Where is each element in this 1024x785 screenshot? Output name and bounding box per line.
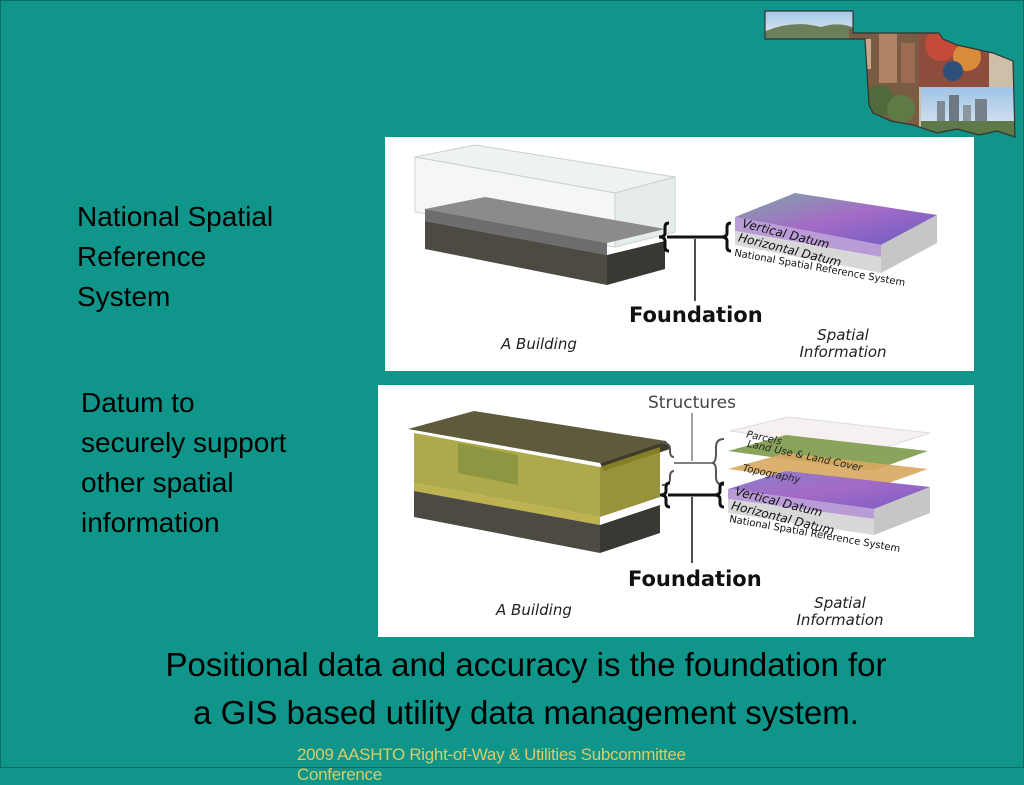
foundation-label: Foundation (629, 303, 763, 327)
text-line: Information (796, 611, 884, 629)
text-line: Spatial (814, 594, 866, 612)
foundation-diagram-top: Vertical Datum Horizontal Datum National… (385, 137, 974, 371)
text-line: information (81, 507, 220, 538)
datum-description: Datum to securely support other spatial … (81, 383, 341, 543)
foundation-diagram-bottom: Structures Parcels Land Use & Land Cover… (378, 385, 974, 637)
building-label: A Building (496, 601, 572, 619)
foundation-diagram-top-graphic (414, 144, 937, 301)
text-line: System (77, 281, 171, 312)
oklahoma-state-collage-image (764, 10, 1016, 138)
foundation-diagram-bottom-graphic (408, 411, 931, 563)
caption-line: Positional data and accuracy is the foun… (165, 646, 887, 683)
text-line: securely support (81, 427, 287, 458)
text-line: other spatial (81, 467, 234, 498)
text-line: Spatial (817, 326, 869, 344)
foundation-label: Foundation (628, 567, 762, 591)
caption-line: a GIS based utility data management syst… (193, 694, 859, 731)
structures-label: Structures (648, 393, 736, 413)
spatial-information-label: Spatial Information (793, 327, 893, 361)
text-line: Datum to (81, 387, 195, 418)
text-line: Reference (77, 241, 207, 272)
conference-footer: 2009 AASHTO Right-of-Way & Utilities Sub… (297, 745, 686, 784)
spatial-information-label: Spatial Information (790, 595, 890, 629)
text-line: Information (799, 343, 887, 361)
text-line: National Spatial (77, 201, 274, 232)
building-label: A Building (501, 335, 577, 353)
slide-caption: Positional data and accuracy is the foun… (61, 641, 991, 737)
nsrs-heading: National Spatial Reference System (77, 197, 337, 317)
